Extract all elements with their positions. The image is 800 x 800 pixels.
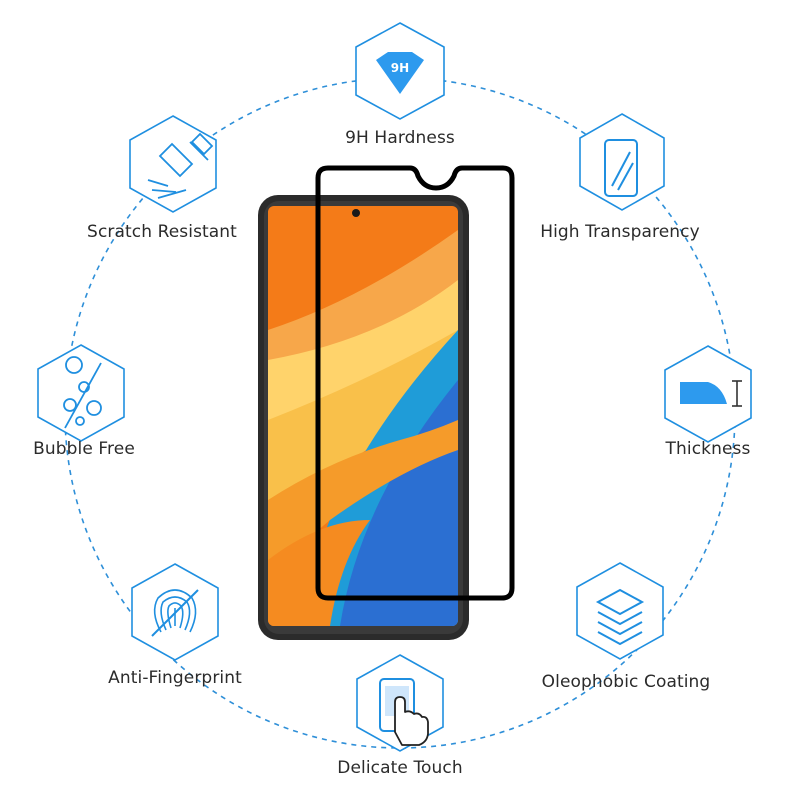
hexagon-high-transparency bbox=[579, 113, 665, 211]
diamond-9h-icon: 9H bbox=[376, 52, 424, 94]
screen-protector bbox=[315, 165, 515, 601]
label-scratch-resistant: Scratch Resistant bbox=[87, 222, 237, 242]
hexagon-oleophobic bbox=[576, 562, 664, 660]
label-bubble-free: Bubble Free bbox=[33, 439, 135, 459]
hexagon-scratch-resistant bbox=[129, 115, 217, 213]
label-anti-fingerprint: Anti-Fingerprint bbox=[108, 668, 242, 688]
touch-hand-icon bbox=[379, 678, 429, 746]
hexagon-bubble-free bbox=[37, 344, 125, 442]
transparent-screen-icon bbox=[604, 139, 638, 197]
label-9h-hardness: 9H Hardness bbox=[345, 128, 455, 148]
layers-icon bbox=[595, 588, 645, 646]
scratch-tool-icon bbox=[147, 132, 214, 199]
diamond-9h-text: 9H bbox=[391, 61, 409, 75]
label-oleophobic-coating: Oleophobic Coating bbox=[541, 672, 711, 692]
label-high-transparency: High Transparency bbox=[540, 222, 700, 242]
phone bbox=[258, 195, 469, 640]
label-delicate-touch: Delicate Touch bbox=[337, 758, 463, 778]
phone-screen bbox=[268, 206, 458, 626]
thickness-curve-icon bbox=[680, 380, 742, 407]
bubbles-icon bbox=[63, 356, 102, 429]
fingerprint-crossed-icon bbox=[151, 589, 199, 637]
label-thickness: Thickness bbox=[665, 439, 751, 459]
